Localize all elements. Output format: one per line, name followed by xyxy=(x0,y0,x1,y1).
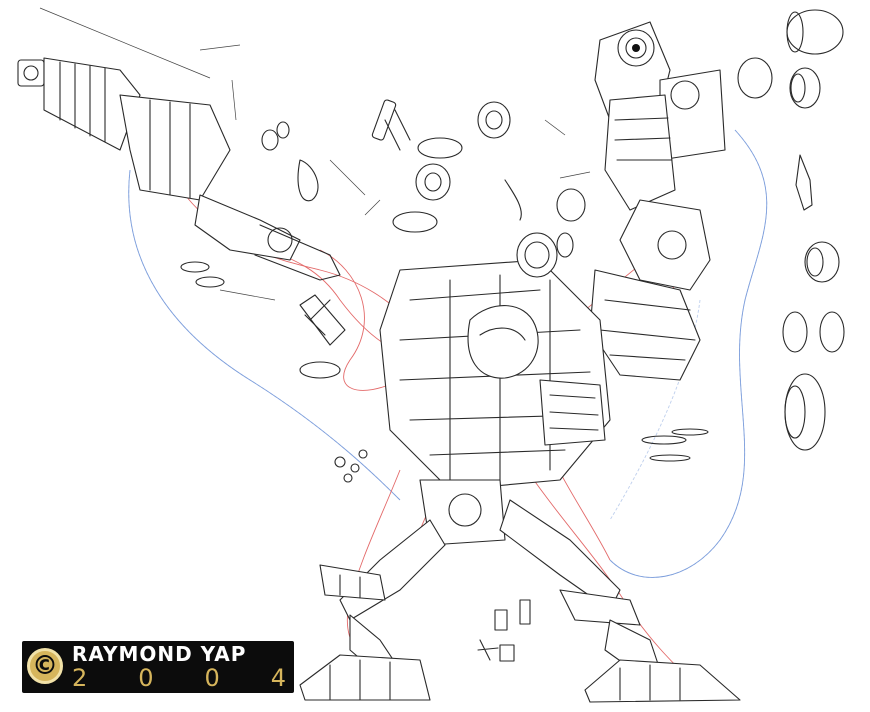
mech-legs xyxy=(299,499,741,703)
year-digit: 4 xyxy=(270,664,286,692)
cannon-arm-right xyxy=(589,21,726,381)
signature-background xyxy=(22,641,294,693)
mech-torso xyxy=(379,259,611,546)
year-digit: 2 xyxy=(72,664,88,692)
copyright-icon: © xyxy=(27,648,63,684)
copyright-symbol: © xyxy=(32,651,58,681)
year-digit: 0 xyxy=(204,664,220,692)
exploded-parts xyxy=(180,9,845,662)
artist-name: RAYMOND YAP xyxy=(72,642,247,666)
blue-hose-left xyxy=(128,169,401,501)
construction-lines xyxy=(39,7,591,301)
artist-signature-badge: © RAYMOND YAP 2 0 0 4 xyxy=(22,641,294,693)
signature-year: 2 0 0 4 xyxy=(72,664,290,692)
cannon-arm-left xyxy=(17,57,341,281)
year-digit: 0 xyxy=(138,664,154,692)
